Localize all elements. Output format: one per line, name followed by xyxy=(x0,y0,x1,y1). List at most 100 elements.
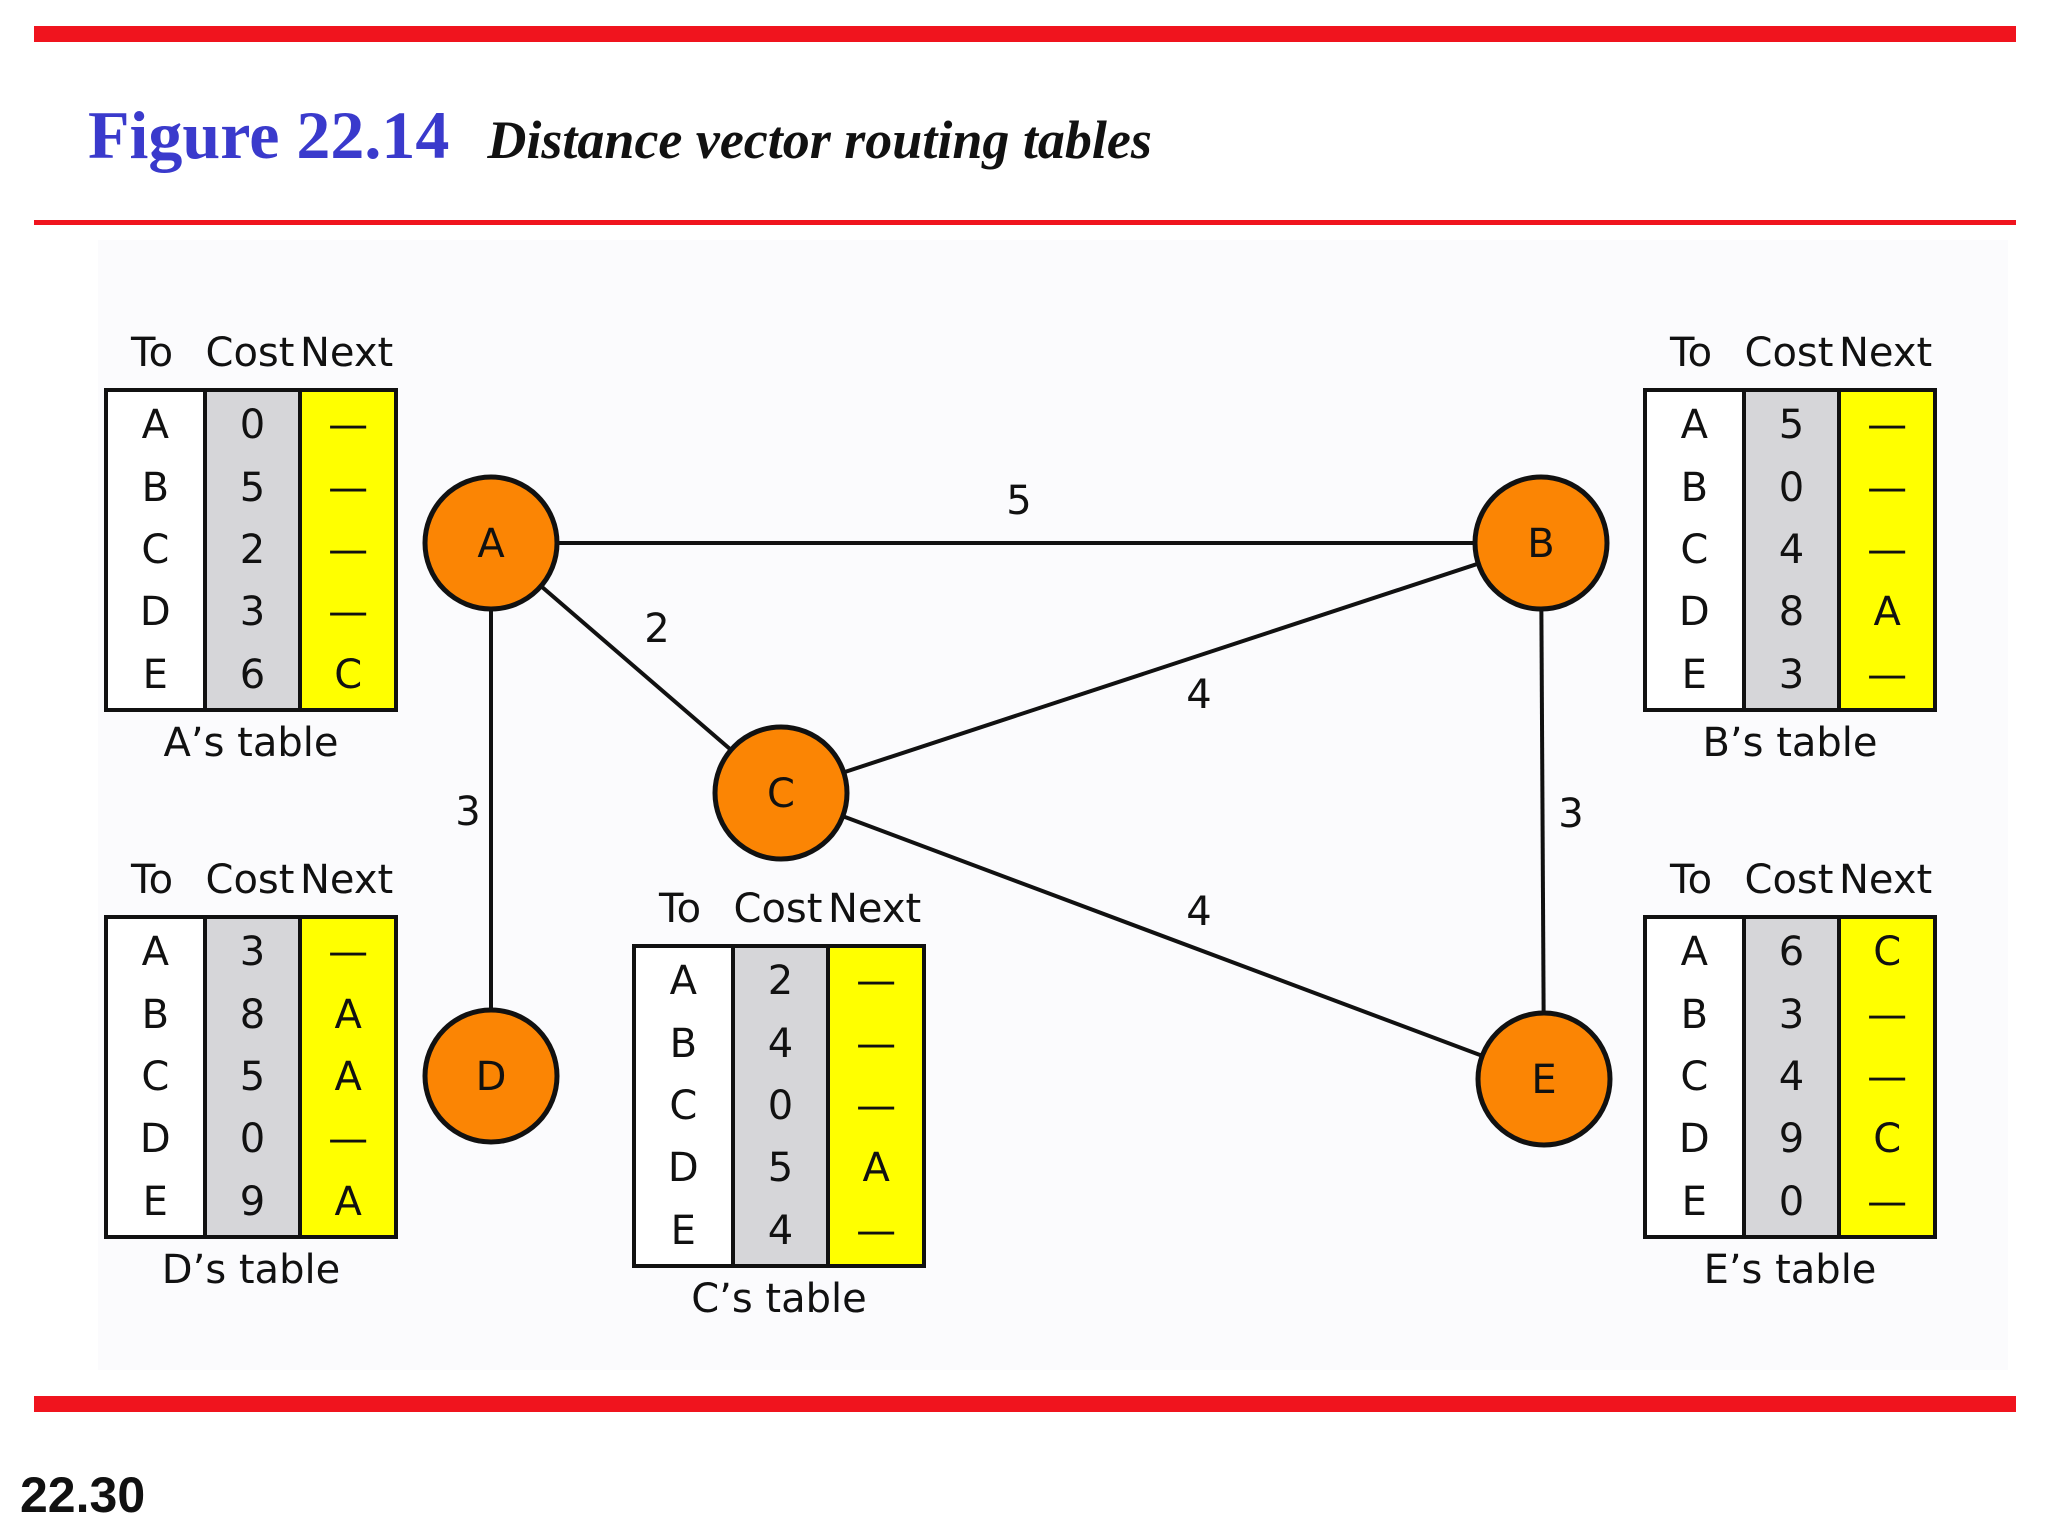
to-cell: D xyxy=(667,1145,699,1192)
cost-cell: 8 xyxy=(1778,589,1805,636)
next-cell: A xyxy=(1873,589,1901,636)
table-e-caption: E’s table xyxy=(1703,1247,1877,1293)
header-to: To xyxy=(130,857,174,903)
to-cell: B xyxy=(141,464,170,511)
cost-cell: 8 xyxy=(239,991,266,1038)
cost-cell: 3 xyxy=(239,929,266,976)
next-cell: — xyxy=(856,1082,897,1129)
cost-cell: 6 xyxy=(1778,929,1805,976)
next-column: C——C— xyxy=(1841,919,1934,1235)
to-cell: E xyxy=(142,1178,168,1225)
node-a: A xyxy=(422,474,560,612)
header-cost: Cost xyxy=(205,330,295,376)
to-cell: A xyxy=(669,958,697,1005)
edge-a-d-cost: 3 xyxy=(455,789,480,835)
cost-cell: 0 xyxy=(239,402,266,449)
cost-cell: 0 xyxy=(1778,1178,1805,1225)
next-cell: — xyxy=(328,929,369,976)
node-b: B xyxy=(1472,474,1610,612)
cost-cell: 3 xyxy=(239,589,266,636)
page-number: 22.30 xyxy=(20,1467,146,1523)
edge-c-e-cost: 4 xyxy=(1186,889,1211,935)
cost-column: 3 8 5 0 9 xyxy=(206,919,303,1235)
cost-cell: 5 xyxy=(239,1053,266,1100)
cost-cell: 5 xyxy=(239,464,266,511)
next-cell: — xyxy=(328,464,369,511)
next-cell: — xyxy=(328,1116,369,1163)
figure-title: Figure 22.14 Distance vector routing tab… xyxy=(88,96,1152,196)
network-graph: 5 2 3 4 4 3 A B C D E xyxy=(422,474,1613,1148)
next-cell: — xyxy=(856,1207,897,1254)
to-cell: A xyxy=(141,929,169,976)
next-column: ————C xyxy=(302,392,395,708)
next-cell: — xyxy=(328,402,369,449)
next-column: ———A— xyxy=(1841,392,1934,708)
node-d: D xyxy=(422,1007,560,1145)
to-cell: E xyxy=(670,1207,696,1254)
to-cell: C xyxy=(141,526,170,573)
node-b-label: B xyxy=(1527,521,1554,567)
to-cell: B xyxy=(669,1020,698,1067)
next-cell: — xyxy=(1867,526,1908,573)
cost-cell: 4 xyxy=(1778,1053,1805,1100)
cost-cell: 9 xyxy=(1778,1116,1805,1163)
to-cell: B xyxy=(141,991,170,1038)
cost-cell: 0 xyxy=(239,1116,266,1163)
to-cell: C xyxy=(1680,1053,1709,1100)
cost-cell: 3 xyxy=(1778,651,1805,698)
node-c: C xyxy=(712,724,850,862)
header-next: Next xyxy=(300,330,394,376)
to-cell: E xyxy=(1681,1178,1707,1225)
next-cell: — xyxy=(1867,464,1908,511)
header-cost: Cost xyxy=(733,886,823,932)
header-to: To xyxy=(658,886,702,932)
to-cell: D xyxy=(1678,589,1710,636)
node-e: E xyxy=(1475,1010,1613,1148)
top-rule xyxy=(34,26,2016,42)
header-cost: Cost xyxy=(1744,330,1834,376)
next-cell: — xyxy=(1867,1178,1908,1225)
next-cell: A xyxy=(334,991,362,1038)
cost-cell: 0 xyxy=(767,1082,794,1129)
to-cell: A xyxy=(1680,402,1708,449)
edge-b-e xyxy=(1539,542,1546,1080)
header-next: Next xyxy=(1839,857,1933,903)
to-cell: A xyxy=(141,402,169,449)
node-e-label: E xyxy=(1531,1057,1556,1103)
next-cell: — xyxy=(856,958,897,1005)
edge-c-b-cost: 4 xyxy=(1186,672,1211,718)
node-a-label: A xyxy=(477,521,505,567)
edge-c-e xyxy=(780,791,1545,1081)
next-cell: — xyxy=(1867,991,1908,1038)
header-next: Next xyxy=(1839,330,1933,376)
edge-c-b xyxy=(780,541,1542,795)
to-cell: D xyxy=(1678,1116,1710,1163)
header-to: To xyxy=(130,330,174,376)
cost-cell: 9 xyxy=(239,1178,266,1225)
header-to: To xyxy=(1669,330,1713,376)
node-d-label: D xyxy=(476,1054,507,1100)
header-next: Next xyxy=(300,857,394,903)
next-cell: — xyxy=(328,526,369,573)
next-column: ———A— xyxy=(830,948,923,1264)
to-cell: D xyxy=(139,589,171,636)
table-a-caption: A’s table xyxy=(163,720,339,766)
